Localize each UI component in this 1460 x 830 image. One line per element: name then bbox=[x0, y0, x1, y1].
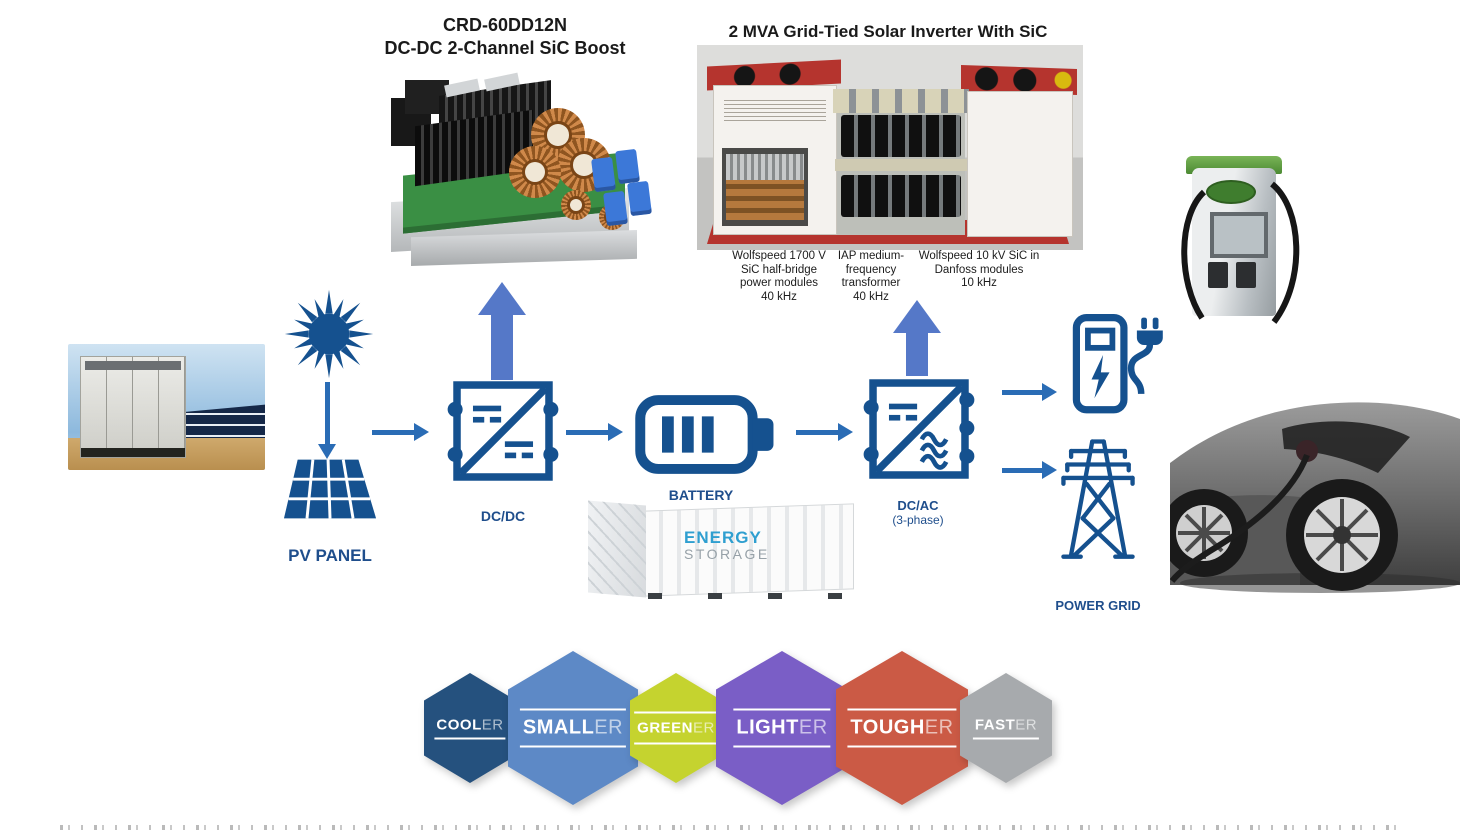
ev-car-photo bbox=[1170, 402, 1460, 593]
hexagon-label-rest: ER bbox=[1015, 716, 1038, 734]
dcdc-converter-icon bbox=[447, 381, 559, 481]
cabinet-open-bay bbox=[722, 148, 808, 226]
hexagon-badge-greener: GREENER bbox=[630, 673, 722, 783]
hexagon-label-strong: TOUGH bbox=[850, 716, 925, 739]
pv-panel-label: PV PANEL bbox=[288, 546, 372, 565]
sun-to-pv-arrow bbox=[318, 382, 336, 459]
dcdc-to-board-photo-arrow bbox=[478, 282, 526, 380]
hexagon-badge-lighter: LIGHTER bbox=[716, 651, 848, 805]
board-copper-coil bbox=[561, 190, 591, 220]
car-rear-wheel bbox=[1286, 479, 1398, 591]
caption-power-modules: Wolfspeed 1700 V SiC half-bridge power m… bbox=[732, 250, 826, 303]
container-feet bbox=[648, 593, 848, 599]
board-blue-capacitor bbox=[615, 148, 640, 185]
hexagon-label-strong: FAST bbox=[974, 716, 1016, 734]
dcdc-board-title: CRD-60DD12N DC-DC 2-Channel SiC Boost bbox=[340, 14, 670, 59]
pv-panel-icon bbox=[283, 459, 377, 519]
transformer-module-row bbox=[841, 175, 961, 217]
hexagon-shape bbox=[836, 651, 968, 805]
bay-copper-busbars bbox=[726, 180, 804, 220]
inverter-title: 2 MVA Grid-Tied Solar Inverter With SiC bbox=[728, 22, 1048, 41]
caption-danfoss-modules: Wolfspeed 10 kV SiC in Danfoss modules 1… bbox=[918, 250, 1040, 290]
hexagon-label-rest: ER bbox=[924, 716, 954, 739]
container-end bbox=[588, 500, 646, 598]
caption-transformer: IAP medium- frequency transformer 40 kHz bbox=[837, 250, 905, 303]
transformer-top-insulators bbox=[833, 89, 969, 113]
cabinet-vents bbox=[724, 98, 826, 124]
charger-connector-dock bbox=[1236, 262, 1256, 288]
hexagon-shape bbox=[716, 651, 848, 805]
storage-text: STORAGE bbox=[684, 545, 770, 562]
outdoor-inverter-cabinet bbox=[80, 356, 186, 458]
container-branding: ENERGY STORAGE bbox=[684, 529, 770, 562]
charger-logo bbox=[1206, 180, 1256, 204]
transformer-shelf bbox=[835, 159, 967, 171]
dcdc-board-title-line1: CRD-60DD12N bbox=[442, 15, 568, 35]
hexagon-shape bbox=[508, 651, 638, 805]
battery-to-dcac-arrow bbox=[796, 423, 853, 441]
dcdc-label: DC/DC bbox=[480, 508, 526, 524]
arrow-shaft bbox=[491, 314, 513, 380]
dcdc-board-photo bbox=[385, 72, 653, 268]
dcac-label: DC/AC bbox=[897, 498, 939, 513]
hexagon-label-strong: LIGHT bbox=[736, 716, 799, 739]
dcac-inverter-icon bbox=[863, 379, 975, 479]
dcac-sublabel: (3-phase) bbox=[892, 513, 944, 527]
dcdc-board-title-line2: DC-DC 2-Channel SiC Boost bbox=[384, 37, 626, 58]
bay-ribbed-modules bbox=[726, 154, 804, 180]
energy-text: ENERGY bbox=[684, 528, 762, 547]
charger-cables bbox=[1181, 181, 1300, 324]
inverter-transformer-section bbox=[833, 89, 969, 235]
hexagon-badge-tougher: TOUGHER bbox=[836, 651, 968, 805]
charger-screen bbox=[1210, 212, 1268, 258]
solar-inverter-cabinet-photo bbox=[68, 344, 265, 470]
dcac-to-inverter-photo-arrow bbox=[893, 300, 941, 376]
cutoff-caption-strip bbox=[60, 825, 1405, 830]
energy-storage-container: ENERGY STORAGE bbox=[588, 500, 854, 603]
transmission-tower-icon bbox=[1061, 439, 1135, 559]
hexagon-badge-smaller: SMALLER bbox=[508, 651, 638, 805]
battery-icon bbox=[635, 395, 774, 474]
inverter-right-cabinet bbox=[967, 91, 1073, 237]
inverter-left-cabinet bbox=[713, 85, 837, 235]
arrow-head bbox=[478, 282, 526, 315]
battery-label: BATTERY bbox=[668, 487, 734, 503]
power-grid-label: POWER GRID bbox=[1055, 598, 1141, 613]
transformer-module-row bbox=[841, 115, 961, 157]
hexagon-label-strong: GREEN bbox=[637, 719, 693, 737]
hexagon-label-rest: ER bbox=[481, 716, 504, 734]
hexagon-badge-cooler: COOLER bbox=[424, 673, 516, 783]
hexagon-label-strong: COOL bbox=[436, 716, 482, 734]
board-blue-capacitor bbox=[591, 156, 616, 193]
board-blue-capacitor bbox=[603, 190, 628, 227]
dcdc-to-battery-arrow bbox=[566, 423, 623, 441]
hexagon-label-rest: ER bbox=[693, 719, 715, 737]
dcac-to-charger-arrow bbox=[1002, 383, 1057, 401]
charger-connector-dock bbox=[1208, 262, 1228, 288]
board-copper-inductor bbox=[509, 146, 561, 198]
ev-charger-photo bbox=[1172, 150, 1308, 334]
hexagon-label-rest: ER bbox=[798, 716, 828, 739]
dcac-to-grid-arrow bbox=[1002, 461, 1057, 479]
hexagon-label-strong: SMALL bbox=[522, 716, 595, 739]
car-charge-port bbox=[1296, 440, 1318, 462]
hexagon-label-rest: ER bbox=[594, 716, 624, 739]
sun-icon bbox=[284, 289, 374, 379]
arrow-head bbox=[893, 300, 941, 333]
arrow-shaft bbox=[906, 332, 928, 376]
pv-to-dcdc-arrow bbox=[372, 423, 429, 441]
ev-charging-station-icon bbox=[1072, 313, 1163, 414]
car-charging-cable bbox=[1170, 453, 1310, 583]
mva-inverter-photo bbox=[697, 45, 1083, 250]
hexagon-badge-faster: FASTER bbox=[960, 673, 1052, 783]
board-blue-capacitor bbox=[627, 180, 652, 217]
plug-icon bbox=[1127, 317, 1163, 395]
